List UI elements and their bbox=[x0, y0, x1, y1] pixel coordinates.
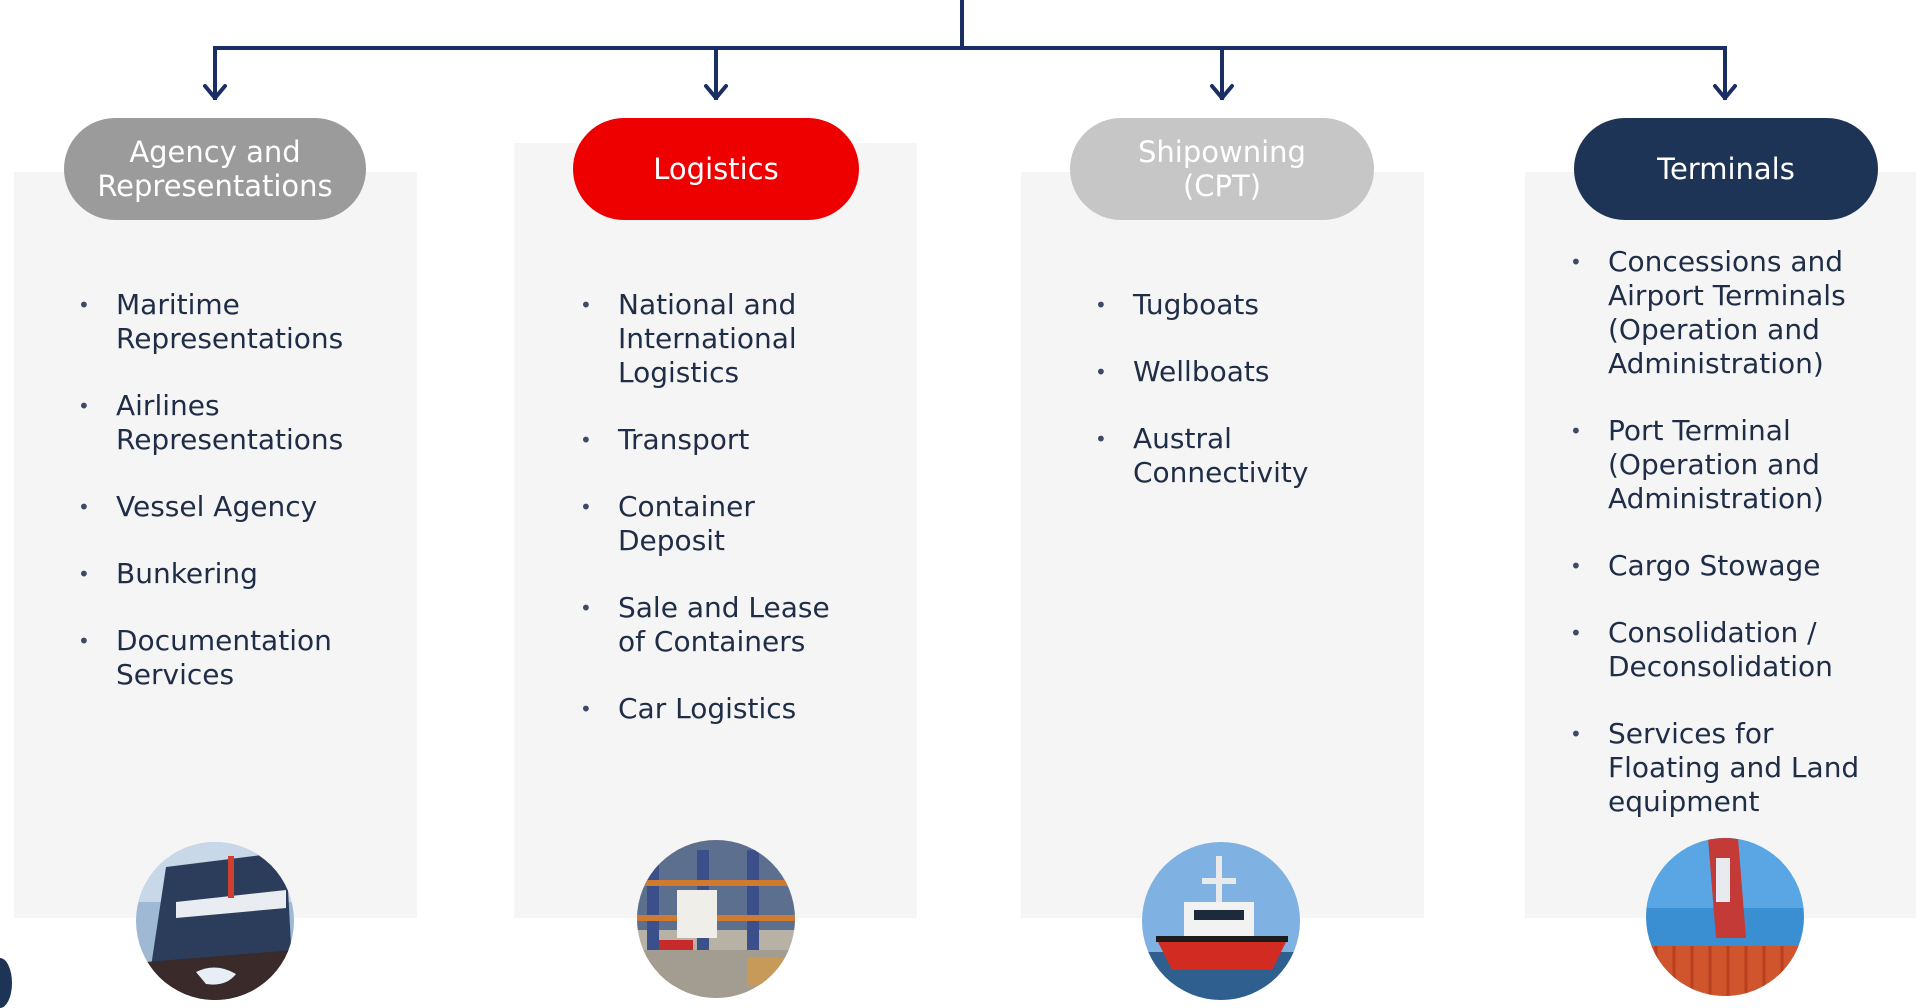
shipowning-service-list: • Tugboats • Wellboats • Austral Connectivi… bbox=[1087, 288, 1417, 523]
ship-hull-photo-icon bbox=[136, 842, 294, 1000]
bullet-icon: • bbox=[78, 562, 90, 586]
service-label: Documentation Services bbox=[116, 624, 332, 691]
port-crane-photo-icon bbox=[1646, 838, 1804, 996]
bullet-icon: • bbox=[1095, 427, 1107, 451]
service-label: Airlines Representations bbox=[116, 389, 344, 456]
list-item: • Tugboats bbox=[1087, 288, 1417, 322]
list-item: • Vessel Agency bbox=[70, 490, 410, 524]
service-label: Maritime Representations bbox=[116, 288, 344, 355]
warehouse-photo-icon bbox=[637, 840, 795, 998]
service-label: Austral Connectivity bbox=[1133, 422, 1309, 489]
bullet-icon: • bbox=[1570, 722, 1582, 746]
bullet-icon: • bbox=[78, 293, 90, 317]
service-label: Cargo Stowage bbox=[1608, 549, 1821, 582]
agency-service-list: • Maritime Representations • Airlines Repr… bbox=[70, 288, 410, 725]
list-item: • Port Terminal (Operation and Administra… bbox=[1562, 414, 1912, 516]
bullet-icon: • bbox=[1095, 293, 1107, 317]
arrowhead-icon bbox=[704, 84, 728, 100]
list-item: • Services for Floating and Land equipmen… bbox=[1562, 717, 1912, 819]
list-item: • Container Deposit bbox=[572, 490, 912, 558]
terminals-panel bbox=[1525, 172, 1916, 918]
arrowhead-icon bbox=[1713, 84, 1737, 100]
list-item: • Wellboats bbox=[1087, 355, 1417, 389]
service-label: Port Terminal (Operation and Administrat… bbox=[1608, 414, 1824, 515]
bullet-icon: • bbox=[1570, 621, 1582, 645]
logistics-panel bbox=[514, 143, 917, 918]
bullet-icon: • bbox=[1570, 250, 1582, 274]
bullet-icon: • bbox=[1570, 419, 1582, 443]
logistics-title-pill: Logistics bbox=[573, 118, 859, 220]
service-label: Container Deposit bbox=[618, 490, 755, 557]
bullet-icon: • bbox=[580, 428, 592, 452]
service-label: Vessel Agency bbox=[116, 490, 318, 523]
list-item: • Austral Connectivity bbox=[1087, 422, 1417, 490]
bullet-icon: • bbox=[580, 596, 592, 620]
shipowning-title-pill: Shipowning (CPT) bbox=[1070, 118, 1374, 220]
bullet-icon: • bbox=[78, 629, 90, 653]
bullet-icon: • bbox=[1570, 554, 1582, 578]
list-item: • Car Logistics bbox=[572, 692, 912, 726]
bullet-icon: • bbox=[78, 495, 90, 519]
terminals-service-list: • Concessions and Airport Terminals (Oper… bbox=[1562, 245, 1912, 852]
logistics-service-list: • National and International Logistics • T… bbox=[572, 288, 912, 759]
bullet-icon: • bbox=[78, 394, 90, 418]
list-item: • Sale and Lease of Containers bbox=[572, 591, 912, 659]
arrowhead-icon bbox=[1210, 84, 1234, 100]
service-label: Wellboats bbox=[1133, 355, 1270, 388]
agency-title-pill: Agency and Representations bbox=[64, 118, 366, 220]
agency-panel bbox=[14, 172, 417, 918]
bullet-icon: • bbox=[580, 697, 592, 721]
service-label: Consolidation / Deconsolidation bbox=[1608, 616, 1833, 683]
tugboat-photo-icon bbox=[1142, 842, 1300, 1000]
service-label: Concessions and Airport Terminals (Opera… bbox=[1608, 245, 1846, 380]
list-item: • Concessions and Airport Terminals (Oper… bbox=[1562, 245, 1912, 381]
shipowning-panel bbox=[1021, 172, 1424, 918]
list-item: • Airlines Representations bbox=[70, 389, 410, 457]
bullet-icon: • bbox=[1095, 360, 1107, 384]
bullet-icon: • bbox=[580, 293, 592, 317]
list-item: • Bunkering bbox=[70, 557, 410, 591]
service-label: National and International Logistics bbox=[618, 288, 797, 389]
list-item: • Cargo Stowage bbox=[1562, 549, 1912, 583]
list-item: • Documentation Services bbox=[70, 624, 410, 692]
service-label: Tugboats bbox=[1133, 288, 1259, 321]
list-item: • Transport bbox=[572, 423, 912, 457]
list-item: • Consolidation / Deconsolidation bbox=[1562, 616, 1912, 684]
service-label: Sale and Lease of Containers bbox=[618, 591, 830, 658]
list-item: • Maritime Representations bbox=[70, 288, 410, 356]
list-item: • National and International Logistics bbox=[572, 288, 912, 390]
service-label: Car Logistics bbox=[618, 692, 797, 725]
service-label: Transport bbox=[618, 423, 750, 456]
service-label: Services for Floating and Land equipment bbox=[1608, 717, 1860, 818]
bullet-icon: • bbox=[580, 495, 592, 519]
terminals-title-pill: Terminals bbox=[1574, 118, 1878, 220]
service-label: Bunkering bbox=[116, 557, 258, 590]
arrowhead-icon bbox=[203, 84, 227, 100]
